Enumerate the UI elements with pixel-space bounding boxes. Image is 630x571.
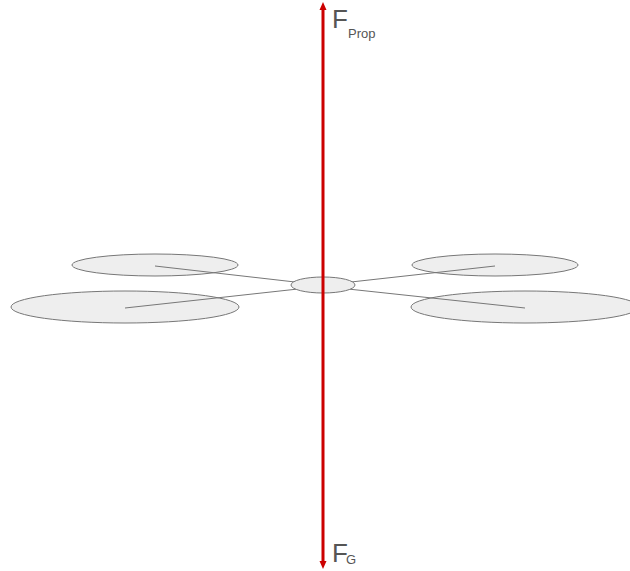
force-line bbox=[322, 8, 325, 563]
rotor-disc bbox=[11, 291, 239, 323]
force-symbol: F bbox=[332, 6, 348, 32]
arrowhead bbox=[320, 2, 327, 10]
quadcopter bbox=[11, 254, 630, 323]
arm bbox=[155, 266, 295, 282]
force-subscript: G bbox=[346, 553, 356, 566]
arrowhead bbox=[320, 561, 327, 569]
arm bbox=[351, 266, 495, 282]
arm bbox=[348, 289, 525, 308]
force-subscript: Prop bbox=[348, 27, 375, 40]
force-symbol: F bbox=[332, 540, 348, 566]
arm bbox=[125, 289, 298, 308]
rotor-disc bbox=[411, 291, 630, 323]
force-vector bbox=[320, 2, 327, 569]
